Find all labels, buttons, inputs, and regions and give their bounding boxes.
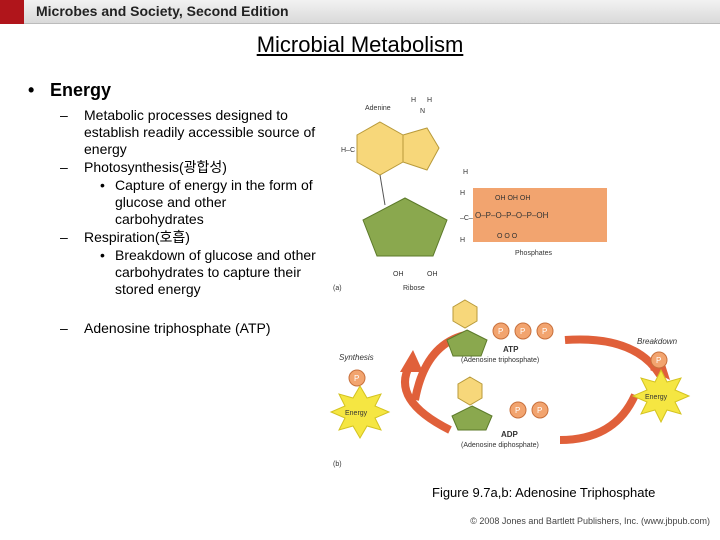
atom-c: –C–: [460, 215, 473, 222]
phosphate-o-row: O O O: [497, 233, 518, 240]
atom-h3: H: [460, 237, 465, 244]
copyright-text: © 2008 Jones and Bartlett Publishers, In…: [470, 516, 710, 526]
header-bar: Microbes and Society, Second Edition: [0, 0, 720, 24]
panel-a-label: (a): [333, 285, 342, 292]
atp-phosphate-3: [536, 322, 554, 340]
breakdown-label: Breakdown: [637, 337, 678, 346]
adenine-hexagon: [356, 121, 404, 176]
adp-phosphate-2: [531, 401, 549, 419]
atp-adenine-icon: [452, 299, 478, 329]
atp-full-label: (Adenosine triphosphate): [461, 357, 539, 364]
adp-p2: P: [537, 406, 542, 415]
header-title: Microbes and Society, Second Edition: [36, 3, 289, 19]
atp-p1: P: [498, 327, 503, 336]
atp-p2: P: [520, 327, 525, 336]
adp-ribose-icon: [451, 405, 493, 431]
phosphates-label: Phosphates: [515, 250, 552, 257]
synthesis-energy-burst: [329, 385, 391, 439]
atp-ribose-icon: [446, 329, 488, 357]
phosphates-block: [473, 188, 607, 242]
slide-title: Microbial Metabolism: [256, 32, 464, 57]
atp-p3: P: [542, 327, 547, 336]
synthesis-arrowhead: [400, 350, 423, 372]
atom-h2: H: [460, 190, 465, 197]
adp-full-label: (Adenosine diphosphate): [461, 442, 539, 449]
adp-p1: P: [515, 406, 520, 415]
header-accent: [0, 0, 24, 24]
atom-n2: H: [427, 97, 432, 104]
atom-oh1: OH: [393, 271, 404, 278]
bullet-energy: Energy: [28, 80, 318, 101]
atp-label: ATP: [503, 345, 519, 354]
atp-phosphate-1: [492, 322, 510, 340]
sub-bullet-photosynthesis: Photosynthesis(광합성): [28, 159, 318, 176]
lower-arrow: [559, 393, 639, 444]
panel-b-label: (b): [333, 461, 342, 468]
phosphate-chain: O–P–O–P–O–P–OH: [475, 211, 549, 220]
atp-cycle: P P P ATP (Adenosine triphosphate) P P A…: [329, 299, 691, 468]
detail-photosynthesis: Capture of energy in the form of glucose…: [28, 177, 318, 228]
atom-n1: H: [411, 97, 416, 104]
synthesis-phosphate: [348, 369, 366, 387]
synthesis-label: Synthesis: [339, 353, 374, 362]
sub-bullet-respiration: Respiration(호흡): [28, 229, 318, 246]
bullet-list: Energy Metabolic processes designed to e…: [28, 80, 318, 299]
atom-oh2: OH: [427, 271, 438, 278]
adp-label: ADP: [501, 430, 519, 439]
breakdown-p: P: [656, 356, 661, 365]
breakdown-phosphate: [650, 351, 668, 369]
sub-bullet-metabolic: Metabolic processes designed to establis…: [28, 107, 318, 158]
atp-molecule: Adenine H H N H–C H Ribose OH OH H –C– H…: [333, 97, 607, 292]
breakdown-energy-burst: [631, 368, 691, 424]
ribose-label: Ribose: [403, 285, 425, 292]
atp-phosphate-2: [514, 322, 532, 340]
synthesis-p: P: [354, 374, 359, 383]
adp-adenine-icon: [457, 376, 483, 406]
detail-respiration: Breakdown of glucose and other carbohydr…: [28, 247, 318, 298]
sub-bullet-atp: Adenosine triphosphate (ATP): [28, 320, 271, 336]
breakdown-energy-label: Energy: [645, 394, 668, 401]
adenine-pentagon: [402, 127, 440, 171]
atom-h: H: [463, 169, 468, 176]
ribose-pentagon: [362, 197, 448, 257]
synthesis-energy-label: Energy: [345, 410, 368, 417]
adp-phosphate-1: [509, 401, 527, 419]
atp-figure: Adenine H H N H–C H Ribose OH OH H –C– H…: [329, 97, 691, 468]
atom-hc: H–C: [341, 147, 355, 154]
adenine-ribose-bond: [379, 174, 386, 206]
breakdown-arrowhead: [650, 358, 670, 380]
phosphate-oh-row: OH OH OH: [495, 195, 530, 202]
atom-n3: N: [420, 108, 425, 115]
adenine-label: Adenine: [365, 105, 391, 112]
figure-caption: Figure 9.7a,b: Adenosine Triphosphate: [432, 485, 656, 500]
